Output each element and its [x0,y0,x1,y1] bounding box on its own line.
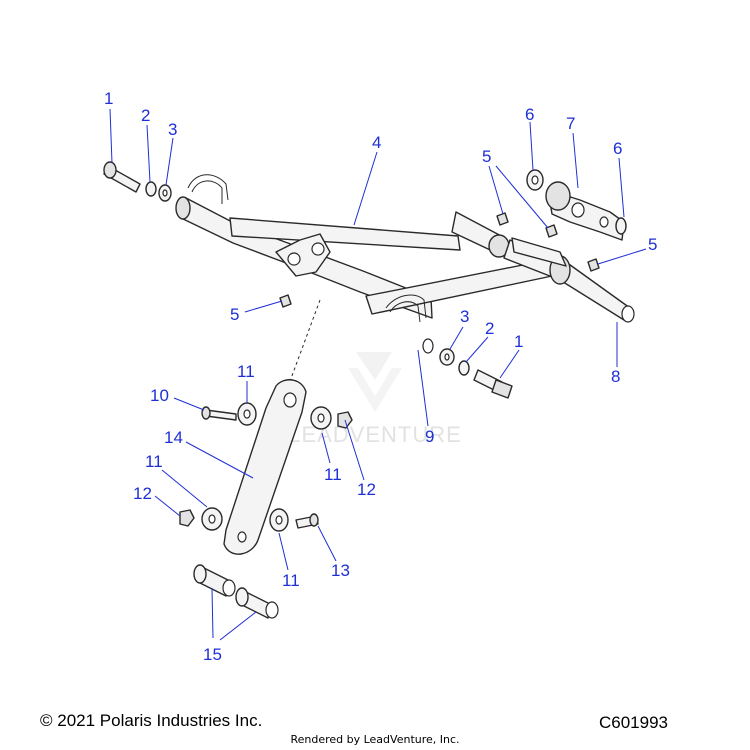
callout-10: 10 [150,386,169,405]
callout-11-bottom: 11 [282,571,300,590]
grease-fittings [279,212,600,308]
callout-11-left: 11 [145,452,163,471]
callout-14: 14 [164,428,183,447]
callout-11-top: 11 [237,362,255,381]
leader-lines [109,108,647,641]
a-arm [175,174,635,393]
callout-7: 7 [566,114,575,133]
callout-9: 9 [425,427,434,446]
callout-6-right: 6 [613,139,622,158]
left-hardware [103,161,172,202]
callout-3-left: 3 [168,120,177,139]
callout-4: 4 [372,133,381,152]
callout-11-mid: 11 [324,465,342,484]
rendered-by-text: Rendered by LeadVenture, Inc. [290,733,460,746]
callout-6-left: 6 [525,105,534,124]
callout-5-left: 5 [230,305,239,324]
callout-5-top: 5 [482,147,491,166]
callout-2-right: 2 [485,319,494,338]
strut-assembly [179,379,353,619]
callout-13: 13 [331,561,350,580]
callout-8: 8 [611,367,620,386]
callout-5-right: 5 [648,235,657,254]
callout-12-right: 12 [357,480,376,499]
callout-1-right: 1 [514,332,523,351]
callout-labels: 1 2 3 4 5 5 6 7 6 5 5 3 2 1 8 9 11 10 11… [104,89,657,664]
diagram-code: C601993 [598,713,668,732]
callout-12-left: 12 [133,484,152,503]
callout-1-left: 1 [104,89,113,108]
callout-15: 15 [203,645,222,664]
callout-3-right: 3 [460,307,469,326]
pivot-bracket [526,169,627,241]
right-hardware [439,348,513,399]
callout-2-left: 2 [141,106,150,125]
watermark-logo [348,352,402,412]
copyright-text: © 2021 Polaris Industries Inc. [40,711,263,730]
